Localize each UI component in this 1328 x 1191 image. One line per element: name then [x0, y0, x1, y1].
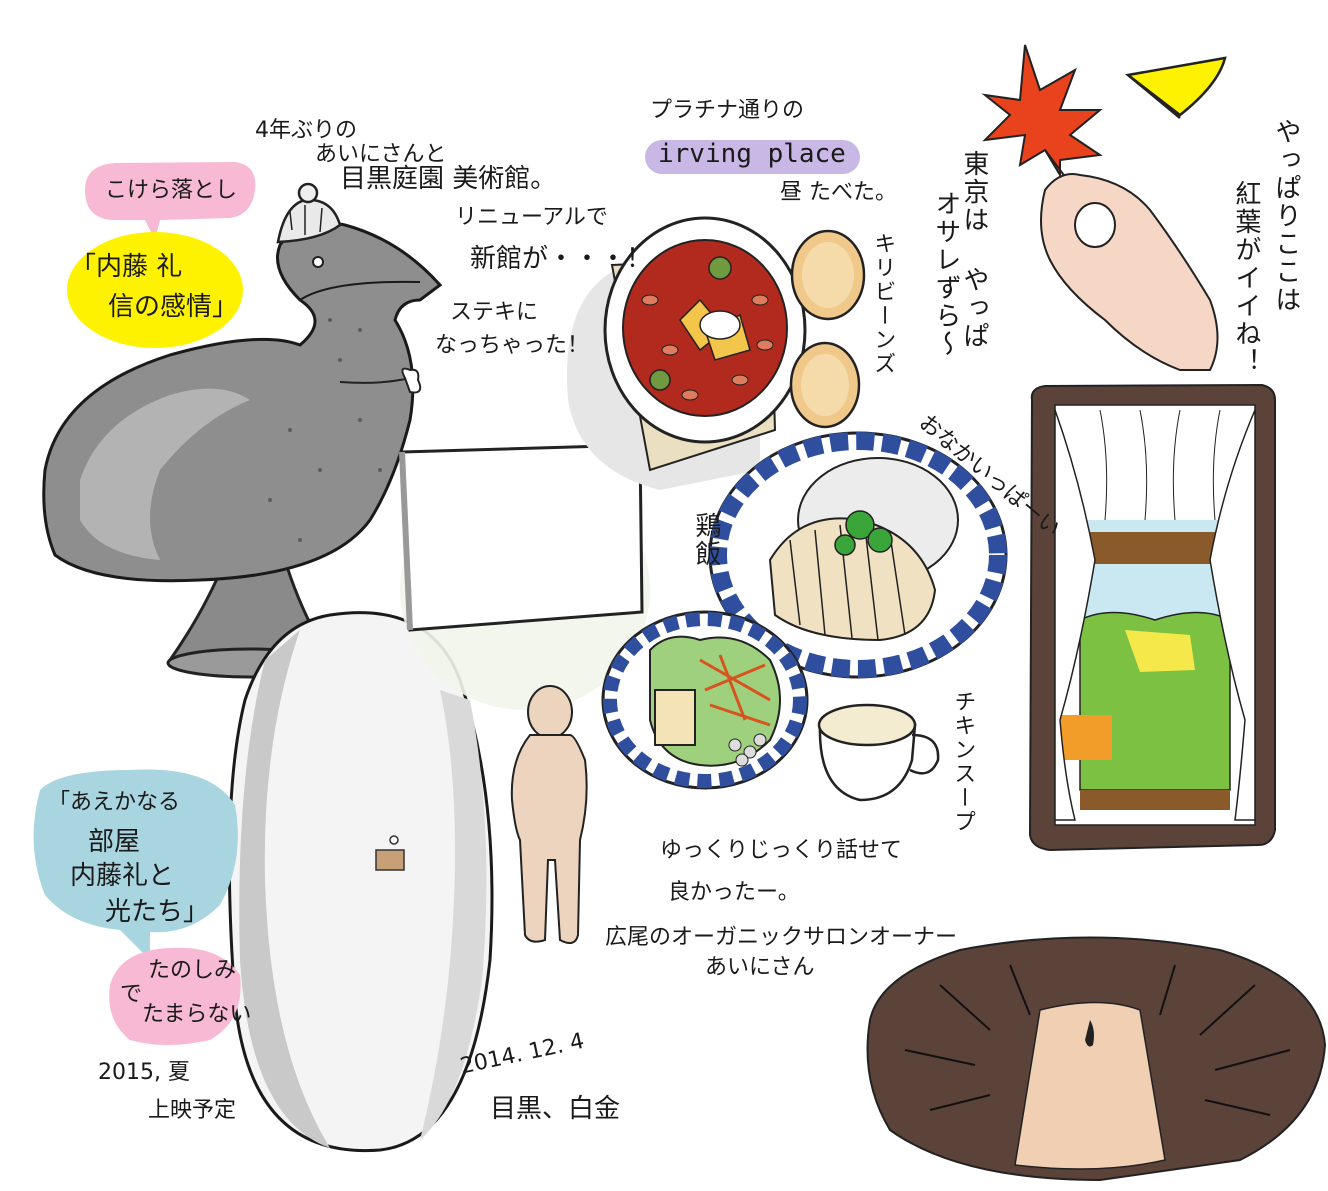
chicken-soup-cup	[817, 703, 940, 802]
chicken-soup-label: チキンスープ	[950, 690, 976, 834]
street-text: プラチナ通りの	[650, 98, 805, 123]
bean-stew-plate	[566, 216, 866, 490]
visit-line3: 目黒庭園 美術館。	[340, 164, 557, 194]
new-wing-text: 新館が・・・！	[470, 244, 653, 274]
stylish-text: オサレずら〜	[930, 190, 961, 358]
ate-text: 昼 たべた。	[780, 180, 897, 205]
talk-line3: 広尾のオーガニックサロンオーナー	[605, 925, 958, 950]
exhibit-highlight	[67, 232, 243, 348]
chicken-rice-label: 鶏飯	[690, 512, 721, 568]
movie-title-line2: 部屋	[88, 827, 141, 857]
window	[1028, 383, 1276, 852]
looking-forward-3: たまらない	[142, 1002, 252, 1027]
visit-line1: 4年ぶりの	[255, 118, 357, 143]
salad-plate	[601, 610, 809, 790]
movie-title-line3: 内藤礼と	[70, 861, 175, 891]
looking-forward-1: たのしみ	[148, 958, 237, 983]
movie-bubble	[33, 769, 238, 960]
exhibit-title-line1: 「内藤 礼	[70, 252, 183, 282]
talk-line1: ゆっくりじっくり話せて	[660, 838, 903, 863]
beans-label: キリビーンズ	[870, 232, 896, 376]
ceiling-ellipse	[866, 936, 1327, 1182]
oval-sculpture	[227, 611, 494, 1153]
place-text: 目黒、白金	[490, 1094, 621, 1124]
talk-line2: 良かったー。	[668, 880, 800, 905]
movie-title-line1: 「あえかなる	[48, 790, 181, 815]
restaurant-name: irving place	[658, 139, 846, 169]
restaurant-highlight	[645, 140, 860, 174]
movie-title-line4: 光たち」	[105, 897, 210, 927]
white-card	[399, 443, 650, 710]
visit-line2: あいにさんと	[315, 142, 447, 167]
looking-forward-2: で	[120, 982, 143, 1007]
kokeshi-tag: こけら落とし	[105, 178, 238, 203]
release-text-1: 2015, 夏	[98, 1060, 190, 1085]
became-text-2: なっちゃった！	[435, 333, 590, 358]
wooden-figure	[510, 685, 588, 945]
autumn-leaves-text-1: やっぱりここは	[1270, 118, 1301, 314]
tokyo-text: 東京は やっぱ	[958, 150, 989, 350]
maple-leaf-hand	[981, 44, 1219, 371]
release-text-2: 上映予定	[148, 1098, 237, 1123]
talk-line4: あいにさん	[705, 955, 815, 980]
looking-forward-bubble	[109, 947, 241, 1045]
chicken-rice-plate	[708, 431, 1008, 679]
became-text-1: ステキに	[450, 300, 539, 325]
renewal-text: リニューアルで	[455, 205, 608, 230]
exhibit-title-line2: 信の感情」	[108, 292, 239, 322]
autumn-leaves-text-2: 紅葉がイイね！	[1230, 180, 1261, 376]
yellow-flag	[1124, 56, 1227, 119]
kokeshi-tag-bubble	[85, 162, 256, 240]
